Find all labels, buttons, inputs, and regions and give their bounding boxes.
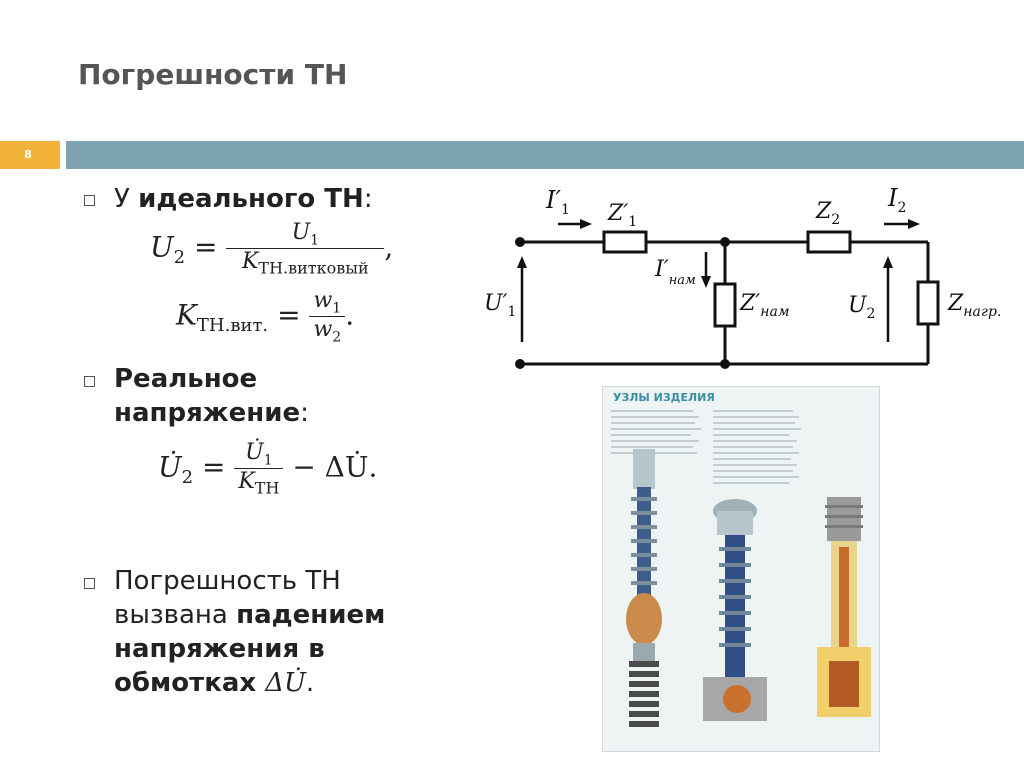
formula-u2-num-text: U (291, 220, 311, 245)
terminal-top-left (515, 237, 525, 247)
formula-ktn-dot: . (345, 298, 355, 332)
formula-u2-lhs: U (150, 230, 174, 264)
formula-u2-fraction: U1 KТН.витковый (226, 220, 385, 278)
bullet-real-suffix: : (300, 398, 309, 428)
formula-ktn-eq: = (277, 298, 301, 332)
node-top (720, 237, 730, 247)
bullet-ideal-text: У идеального ТН: (114, 182, 373, 216)
bullet-real-bold-1: Реальное (114, 364, 258, 394)
bullet-error-text: Погрешность ТН вызвана падением напряжен… (114, 564, 385, 700)
formula-u2dot-lhs-sub: 2 (181, 466, 194, 488)
formula-u2-numerator: U1 (226, 220, 385, 250)
formula-u2dot-fraction: U̇1 KТН (234, 440, 284, 498)
formula-ktn-fraction: w1 w2 (309, 288, 346, 346)
formula-u2dot-denominator: KТН (234, 469, 283, 497)
label-z1: Z′1 (607, 201, 637, 230)
header-divider-bar (66, 141, 1024, 169)
label-znam: Z′нам (739, 291, 789, 320)
slide-title: Погрешности ТН (78, 58, 348, 91)
formula-u2dot-tail: − ΔU̇. (292, 450, 378, 484)
formula-u2dot-num-text: U̇ (245, 440, 264, 465)
formula-u2dot-num-sub: 1 (263, 452, 273, 469)
formula-ktn-lhs-sub: ТН.вит. (196, 314, 269, 336)
formula-u2: U2 = U1 KТН.витковый , (150, 220, 393, 278)
formula-u2dot-den-sub: ТН (254, 478, 280, 498)
formula-u2-denominator: KТН.витковый (226, 249, 384, 277)
bullet-square-icon (84, 376, 95, 387)
bullet-error-line4: обмотках (114, 668, 266, 698)
formula-ktn-den-sub: 2 (332, 329, 342, 346)
formula-u2-comma: , (384, 230, 394, 264)
bullet-error-line2b: падением (236, 600, 386, 630)
label-i1: I′1 (545, 186, 570, 218)
bullet-real-text: Реальное напряжение: (114, 362, 309, 430)
arrowhead-i1 (580, 219, 592, 229)
node-bottom (720, 359, 730, 369)
formula-u2-dot: U̇2 = U̇1 KТН − ΔU̇. (158, 440, 377, 498)
formula-u2dot-den-text: K (238, 469, 255, 495)
bullet-ideal-prefix: У (114, 184, 139, 214)
bullet-square-icon (84, 195, 95, 206)
formula-ktn-lhs: K (176, 298, 197, 332)
formula-ktn: KТН.вит. = w1 w2 . (176, 288, 354, 346)
slide-number: 8 (24, 148, 32, 161)
label-zload: Zнагр. (947, 291, 1001, 320)
slide-number-badge: 8 (0, 141, 60, 169)
formula-ktn-num-text: w (313, 288, 333, 313)
resistor-zload (916, 280, 940, 326)
arrowhead-inam (701, 276, 711, 288)
resistor-z2 (806, 230, 852, 254)
formula-u2-eq: = (193, 230, 218, 264)
equivalent-circuit-diagram: I′1 Z′1 Z2 I2 I′нам Z′нам U′1 U2 Zнагр. (484, 184, 1001, 369)
resistor-znam (713, 282, 737, 328)
bullet-real-bold-2: напряжение (114, 398, 301, 428)
formula-u2dot-lhs: U̇ (158, 450, 182, 484)
bullet-ideal-bold: идеального ТН (138, 184, 364, 214)
bullet-error-line2a: вызвана (114, 600, 237, 630)
formula-u2-lhs-sub: 2 (173, 246, 186, 268)
bullet-error-dot: . (305, 668, 315, 698)
formula-ktn-numerator: w1 (309, 288, 346, 318)
bullet-error-line3: напряжения в (114, 634, 325, 664)
resistor-z1 (602, 230, 648, 254)
formula-ktn-num-sub: 1 (332, 300, 342, 317)
bullet-error-line1: Погрешность ТН (114, 566, 341, 596)
label-i2: I2 (887, 184, 906, 216)
formula-u2-num-sub: 1 (310, 232, 320, 249)
label-inam: I′нам (654, 257, 696, 288)
formula-u2dot-numerator: U̇1 (234, 440, 284, 470)
formula-ktn-denominator: w2 (309, 317, 345, 345)
formula-ktn-den-text: w (313, 317, 333, 343)
label-u1: U′1 (484, 291, 516, 320)
arrowhead-u2 (883, 256, 893, 268)
formula-u2-den-text: K (241, 249, 259, 275)
bullet-square-icon (84, 578, 95, 589)
poster-heading: УЗЛЫ ИЗДЕЛИЯ (613, 391, 715, 404)
transformer-poster-image: УЗЛЫ ИЗДЕЛИЯ (602, 386, 880, 752)
bullet-error-delta-u: ΔU̇ (265, 668, 306, 698)
arrowhead-u1 (517, 256, 527, 268)
poster-illustration (611, 410, 871, 727)
label-u2: U2 (848, 293, 875, 322)
formula-u2-den-sub: ТН.витковый (258, 258, 369, 278)
formula-u2dot-eq: = (201, 450, 226, 484)
bullet-ideal-suffix: : (363, 184, 373, 214)
terminal-bottom-left (515, 359, 525, 369)
label-z2: Z2 (815, 199, 840, 228)
arrowhead-i2 (908, 219, 920, 229)
